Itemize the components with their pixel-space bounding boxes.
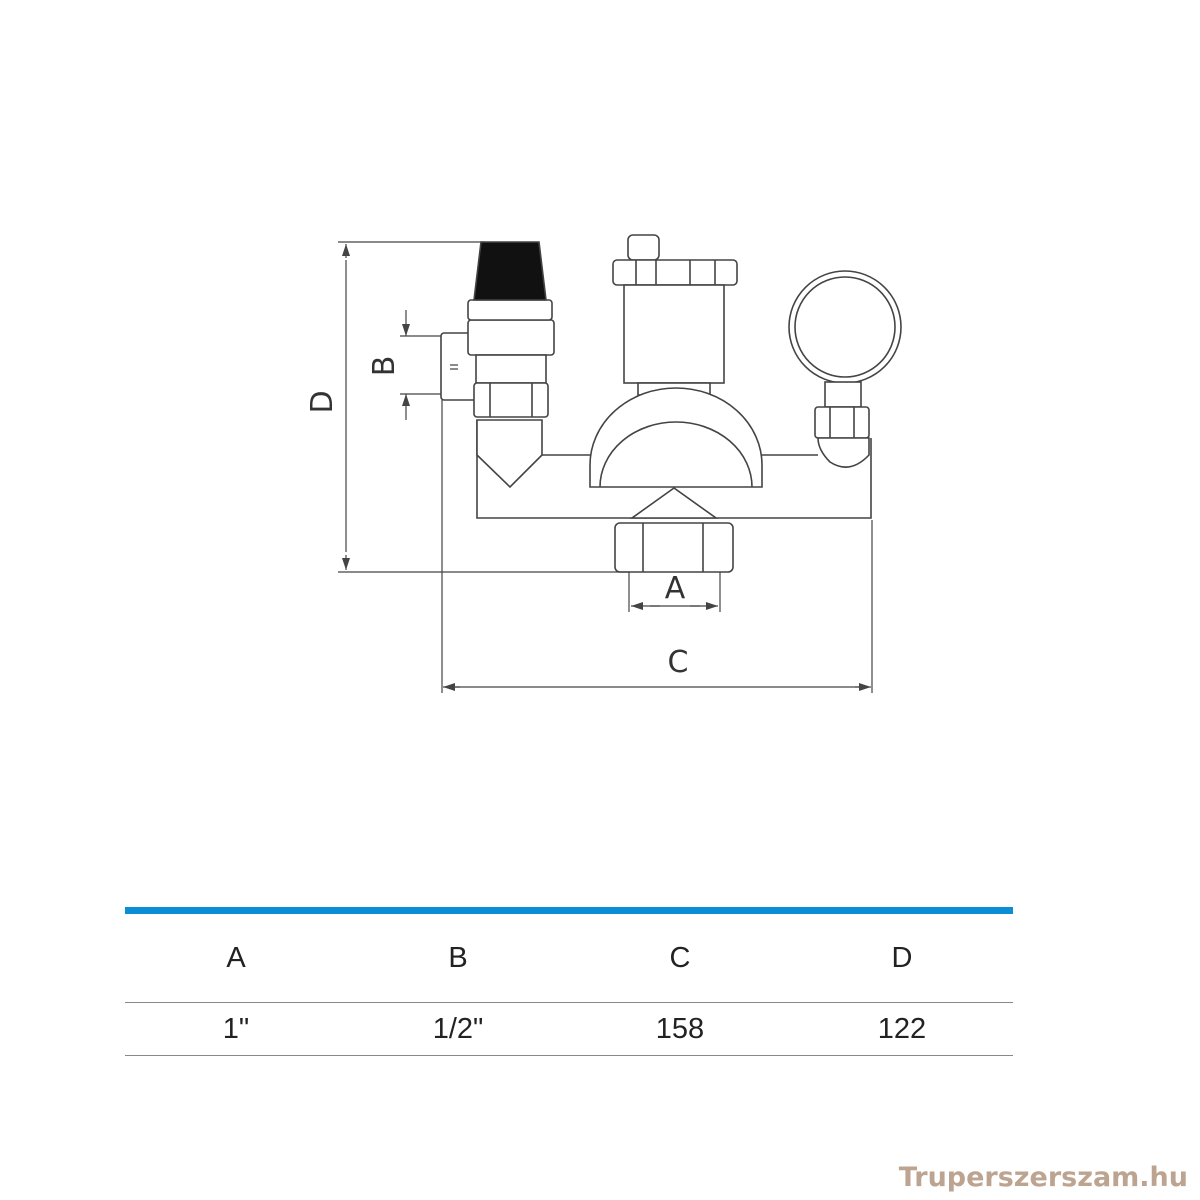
pressure-gauge — [788, 270, 902, 468]
dimension-lines — [338, 241, 873, 693]
dimension-label-d: D — [305, 390, 340, 413]
valve-cap — [473, 241, 547, 301]
air-vent — [589, 234, 763, 519]
table-header-row: A B C D — [125, 914, 1013, 1003]
value-a: 1" — [222, 1012, 250, 1045]
bottom-nut — [614, 522, 734, 573]
technical-drawing: D B A C — [305, 234, 902, 693]
header-c: C — [669, 941, 691, 974]
header-b: B — [448, 941, 468, 974]
table-row: 1" 1/2" 158 122 — [125, 1003, 1013, 1056]
header-d: D — [891, 941, 913, 974]
table-accent-bar — [125, 907, 1013, 914]
watermark: Truperszerszam.hu — [898, 1162, 1188, 1193]
value-c: 158 — [655, 1012, 705, 1045]
value-b: 1/2" — [432, 1012, 484, 1045]
dome — [589, 387, 763, 488]
dimensions-table: A B C D 1" 1/2" 158 122 — [125, 907, 1013, 1056]
value-d: 122 — [877, 1012, 927, 1045]
safety-valve — [440, 241, 555, 489]
header-a: A — [226, 941, 246, 974]
dimension-label-a: A — [665, 571, 686, 606]
dimension-label-c: C — [668, 645, 689, 680]
dimension-label-b: B — [367, 356, 402, 377]
